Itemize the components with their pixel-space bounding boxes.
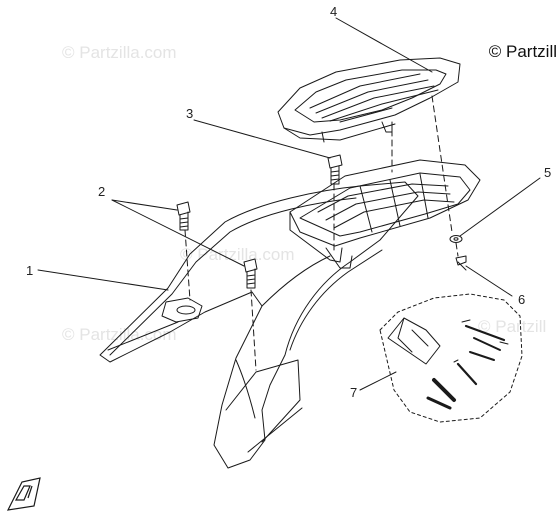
leader-lines (37, 17, 541, 391)
watermark-middle: © Partzilla.com (180, 245, 295, 264)
rack-tray (289, 159, 481, 269)
callout-7: 7 (350, 385, 357, 400)
screw-part-6 (455, 255, 467, 271)
callout-1: 1 (26, 263, 33, 278)
callout-5: 5 (544, 165, 551, 180)
callout-4: 4 (330, 4, 337, 19)
backrest-pad-part-4 (277, 57, 461, 143)
assembly-lines (184, 95, 459, 371)
watermark-top-left: © Partzilla.com (62, 43, 177, 62)
bolts-part-2 (176, 201, 258, 289)
watermark-bottom-left: © Partzilla.com (62, 325, 177, 344)
tool-kit-part-7 (379, 293, 523, 423)
front-orientation-icon (6, 477, 41, 511)
watermark-right: © Partzill (478, 317, 546, 336)
bolt-part-3 (327, 154, 343, 185)
washer-part-5 (449, 235, 463, 243)
callout-3: 3 (186, 106, 193, 121)
callout-6: 6 (518, 292, 525, 307)
copyright-notice: © Partzill (488, 42, 557, 61)
callout-2: 2 (98, 184, 105, 199)
rack-bracket-part-1 (99, 181, 419, 469)
